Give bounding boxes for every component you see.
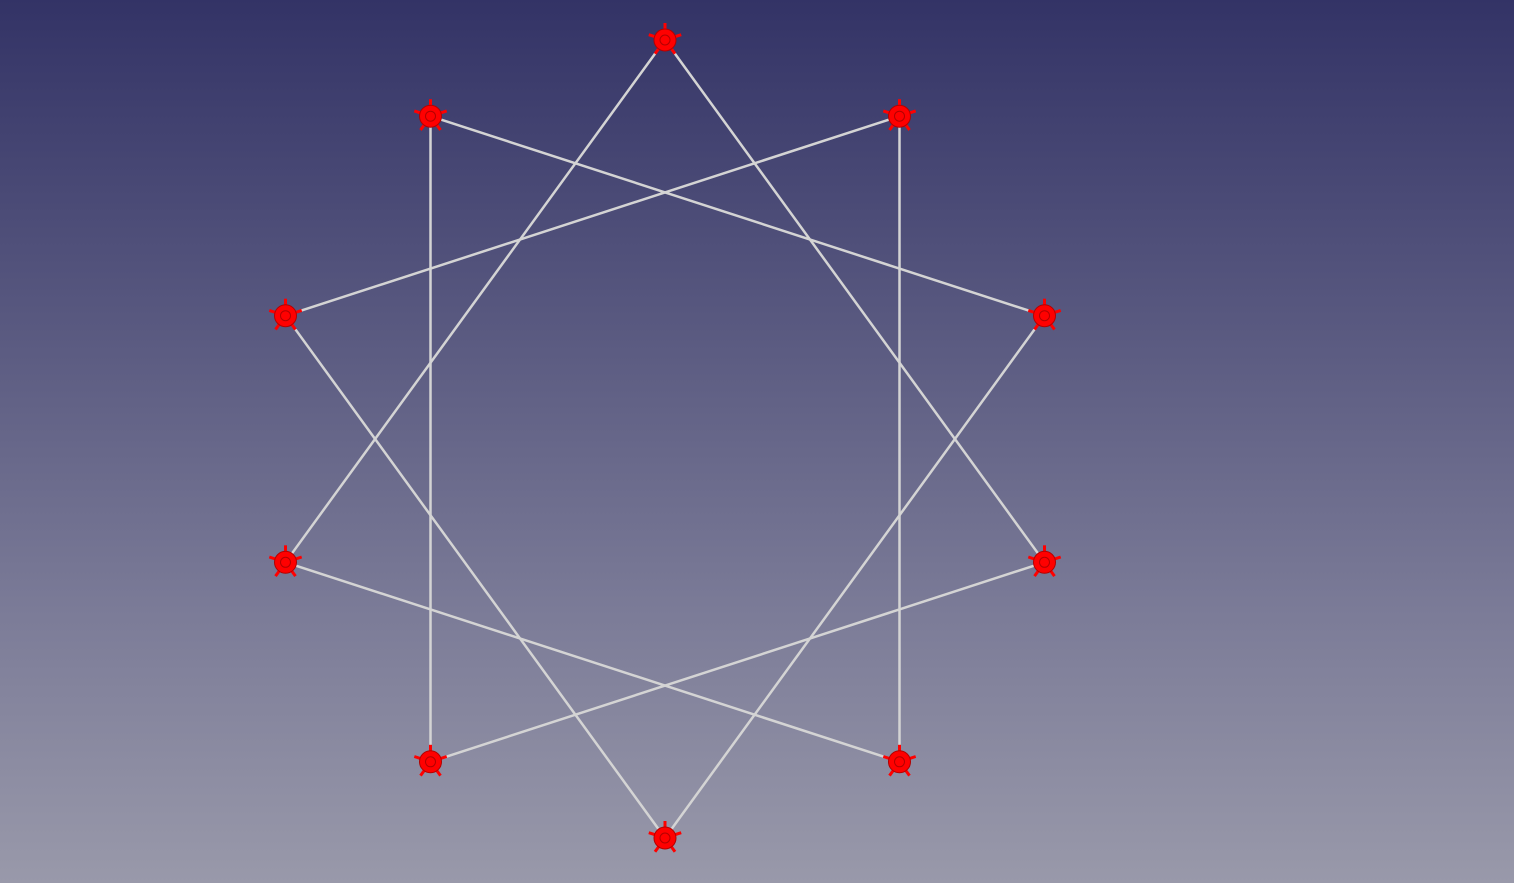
sketch-edge-1[interactable] <box>663 38 1046 564</box>
sketch-vertex-3[interactable] <box>1027 298 1062 331</box>
sketch-edge-3[interactable] <box>663 314 1046 840</box>
sketch-vertex-6[interactable] <box>648 821 682 853</box>
sketch-edge-6[interactable] <box>284 314 667 840</box>
sketch-vertex-1[interactable] <box>648 23 682 55</box>
edge-layer <box>284 38 1046 840</box>
sketch-vertex-4[interactable] <box>1027 545 1062 577</box>
sketch-edge-5[interactable] <box>284 561 901 764</box>
sketch-vertex-5[interactable] <box>882 744 917 777</box>
sketch-vertex-8[interactable] <box>268 545 303 577</box>
sketch-vertex-10[interactable] <box>413 99 448 131</box>
sketch-edge-9[interactable] <box>284 114 901 317</box>
sketch-vertex-7[interactable] <box>413 744 448 777</box>
sketch-vertex-9[interactable] <box>268 298 303 331</box>
sketch-vertex-2[interactable] <box>882 99 917 131</box>
sketch-edge-10[interactable] <box>429 114 1046 317</box>
sketch-edge-4[interactable] <box>429 561 1046 764</box>
vertex-layer <box>268 23 1062 853</box>
sketch-edge-8[interactable] <box>284 38 667 564</box>
